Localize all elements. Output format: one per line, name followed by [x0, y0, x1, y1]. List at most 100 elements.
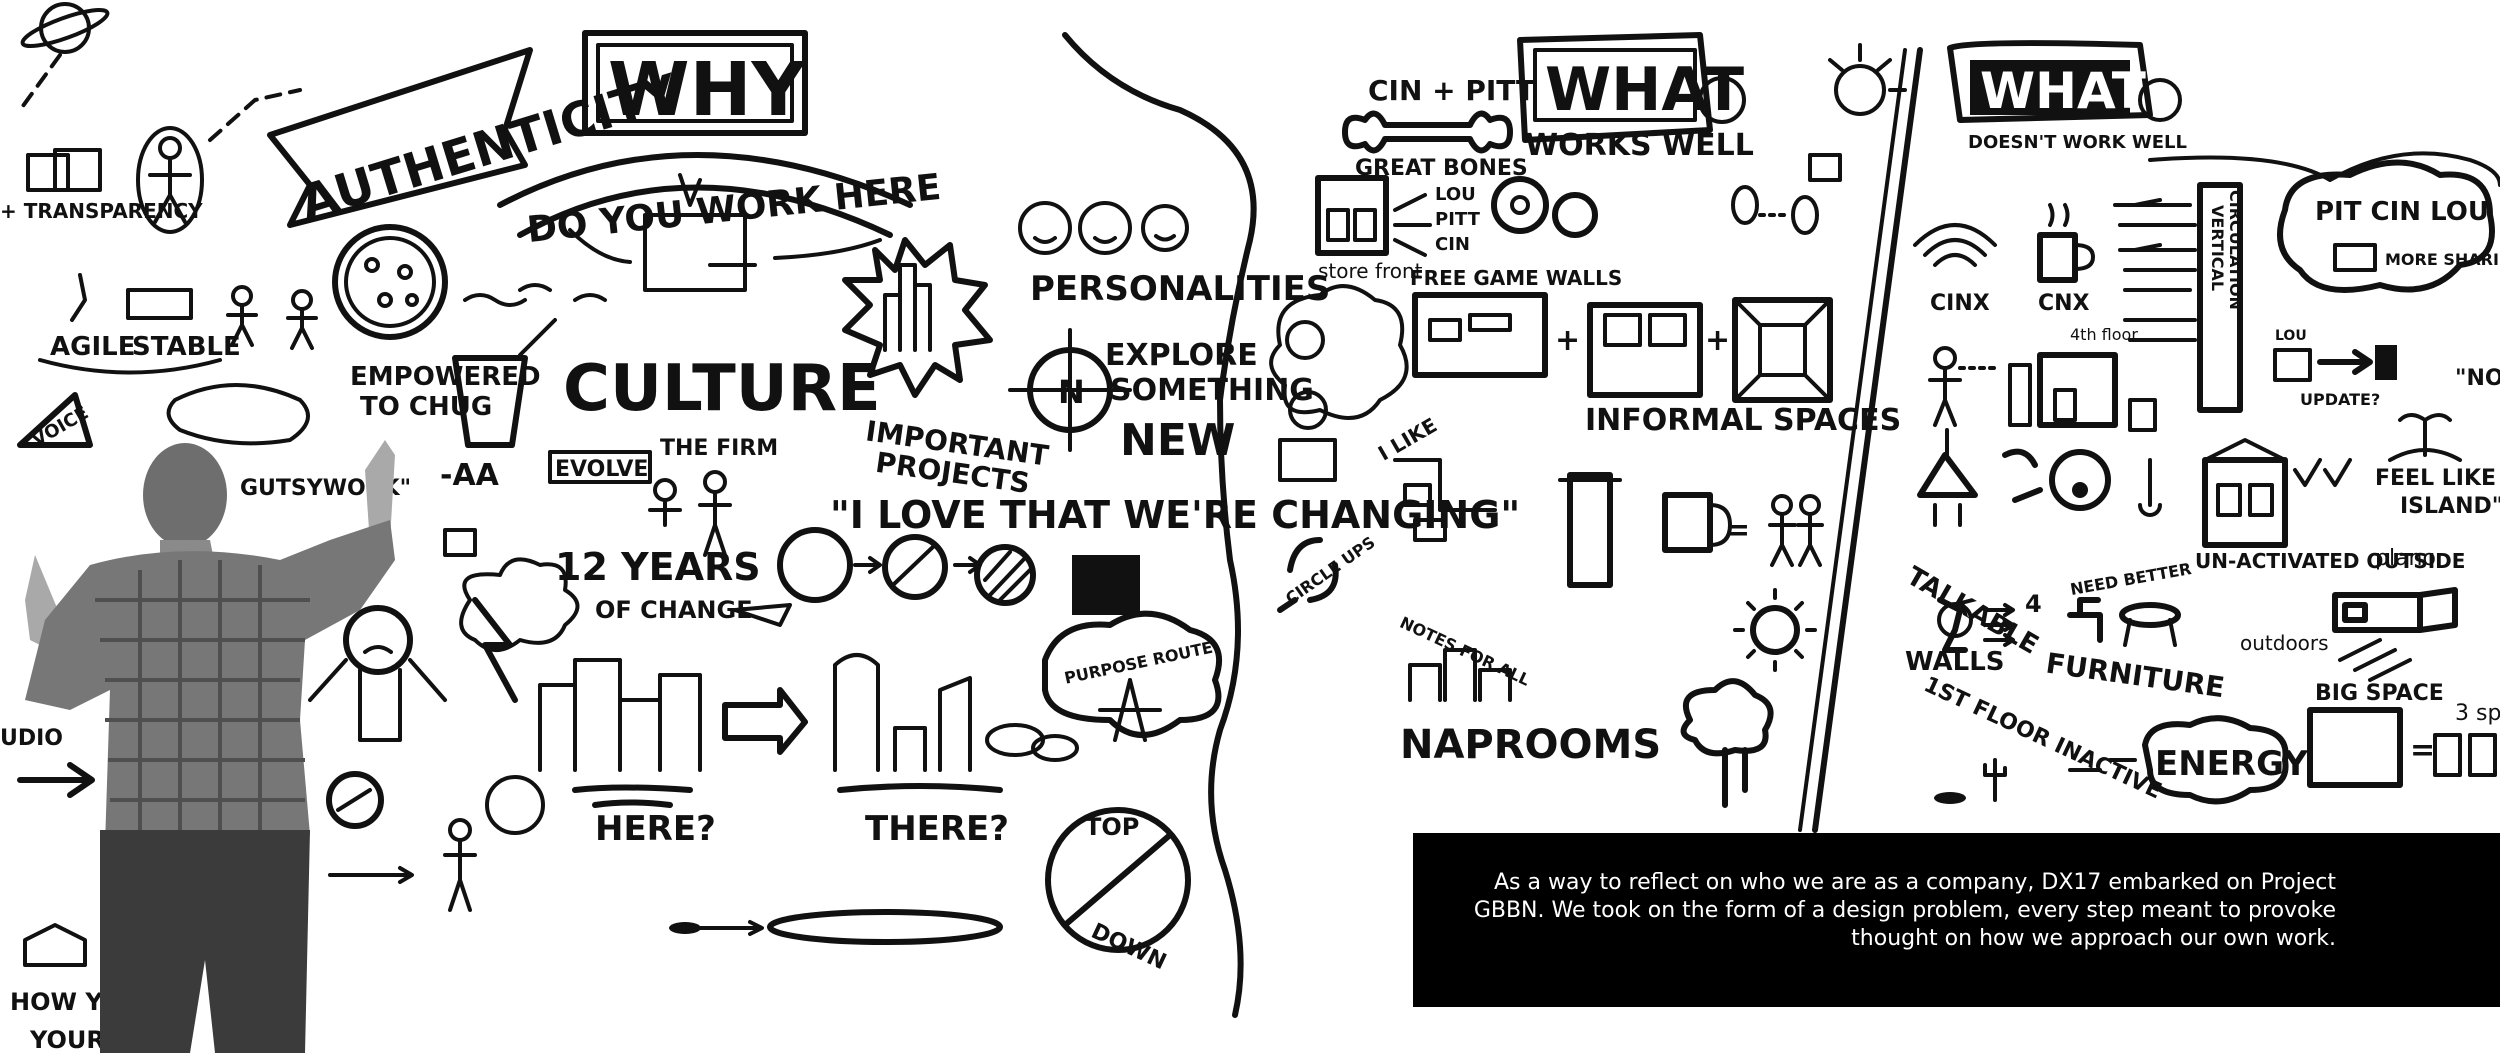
face-sketch	[308, 528, 580, 912]
gears-icon	[1491, 176, 1598, 238]
fourth-floor-sketch: 4th floor	[1928, 325, 2157, 432]
update-label: UPDATE?	[2300, 390, 2380, 409]
circulation-label: CIRCULATION	[2226, 190, 2245, 310]
vertical-label: VERTICAL	[2208, 205, 2227, 291]
down-label: DOWN	[1087, 919, 1170, 975]
mug-icon: CNX	[2037, 203, 2095, 316]
no-top-down-icon: TOP DOWN	[1045, 807, 1191, 975]
globe-icon	[18, 2, 110, 112]
why-title: WHY	[608, 47, 807, 133]
svg-text:+: +	[1705, 323, 1730, 358]
need-better-label: NEED BETTER	[2069, 559, 2193, 599]
furniture-sketch: NEED BETTER FURNITURE	[2044, 559, 2227, 704]
pit-cin-lou-sketch: PIT CIN LOU MORE SHARING	[2277, 159, 2500, 293]
fourth-floor-label: 4th floor	[2070, 325, 2138, 344]
big-space-label: BIG SPACE	[2315, 681, 2444, 706]
divider-straight-line	[1812, 47, 1923, 833]
transparency-label: + TRANSPARENCY	[0, 199, 203, 223]
there-label: THERE?	[865, 809, 1009, 849]
the-firm-label: THE FIRM	[660, 436, 778, 461]
voice-sketch: VOICE	[17, 392, 93, 451]
person-silhouette	[25, 440, 395, 1053]
energy-label: ENERGY	[2155, 744, 2308, 784]
of-change-label: OF CHANGE	[595, 596, 753, 624]
years-label: 12 YEARS	[555, 545, 761, 589]
circle-ups-label: CIRCLE UPS	[1282, 533, 1379, 609]
svg-text:+: +	[1555, 323, 1580, 358]
compass-icon: N	[1008, 328, 1132, 452]
what-works-well-header: WHAT WORKS WELL	[1517, 32, 1907, 163]
unactivated-outside-label: UN-ACTIVATED OUTSIDE	[2195, 549, 2465, 573]
unactivated-outside-sketch: UN-ACTIVATED OUTSIDE plano outdoors	[2195, 438, 2465, 682]
svg-text:=: =	[1725, 513, 1750, 548]
agile-label: AGILE	[50, 332, 135, 362]
aa-label: -AA	[440, 458, 500, 493]
svg-text:N: N	[1058, 373, 1085, 411]
tree-icon	[1680, 678, 1774, 808]
energy-sketch: 1ST FLOOR INACTIVE ENERGY	[1920, 672, 2308, 804]
more-sharing-label: MORE SHARING	[2385, 250, 2500, 269]
island-sketch: FEEL LIKE MONI ISLAND"	[2375, 413, 2500, 519]
new-label: NEW	[1120, 415, 1235, 466]
lightbulb-sketch	[1731, 153, 1842, 235]
free-game-walls-sketch: FREE GAME WALLS + + INFORMAL SPACES	[1410, 266, 1901, 438]
pizza-icon	[332, 224, 448, 340]
notes-for-all-sketch: NOTES FOR ALL NAPROOMS	[1397, 613, 1661, 768]
furniture-label: FURNITURE	[2044, 647, 2227, 705]
evolve-label: EVOLVE	[555, 457, 648, 482]
important-projects-sketch: IMPORTANT PROJECTS	[842, 237, 1051, 500]
divider-wavy-line	[1062, 32, 1257, 1018]
feel-like-label: FEEL LIKE MONI	[2375, 466, 2500, 491]
divider-straight-line-2	[1798, 48, 1907, 832]
pitt-label: PITT	[1435, 209, 1481, 230]
works-well-label: WORKS WELL	[1525, 128, 1754, 163]
svg-text:4: 4	[2025, 590, 2042, 618]
personalities-sketch: PERSONALITIES	[1018, 201, 1330, 309]
explore-label: EXPLORE	[1105, 338, 1258, 373]
cinx-label: CINX	[1930, 291, 1990, 316]
top-label: TOP	[1085, 813, 1139, 841]
explore-sketch: EXPLORE SOMETHING NEW	[1105, 338, 1314, 466]
what-doesnt-header: WHAT DOESN'T WORK WELL	[1947, 40, 2500, 187]
now-label: "NOW	[2455, 366, 2500, 391]
doesnt-work-well-label: DOESN'T WORK WELL	[1968, 132, 2187, 153]
outdoors-label: outdoors	[2240, 631, 2329, 655]
sun-icon	[1733, 588, 1817, 672]
tower-sketch: =	[1558, 472, 1824, 588]
empowered-sketch: EMPOWERED TO CHUG -AA GUTSYWORK"	[166, 283, 607, 501]
pit-cin-lou-label: PIT CIN LOU	[2315, 197, 2489, 227]
trampoline-sketch	[669, 909, 1003, 945]
culture-title: CULTURE	[563, 352, 881, 426]
i-like-label: I LIKE	[1374, 413, 1441, 466]
what-doesnt-title: WHAT	[1980, 62, 2146, 120]
culture-sketch: CULTURE EVOLVE THE FIRM 12 YEARS OF CHAN…	[548, 352, 881, 627]
plano-label: plano	[2375, 546, 2436, 571]
update-sketch: LOU UPDATE? "NOW	[2273, 328, 2500, 409]
cnx-label: CNX	[2038, 291, 2090, 316]
naprooms-label: NAPROOMS	[1400, 722, 1661, 768]
lamp-sketch	[1917, 428, 2162, 527]
stable-label: STABLE	[132, 332, 241, 362]
what-works-title: WHAT	[1545, 55, 1744, 125]
to-chug-label: TO CHUG	[360, 392, 492, 422]
purpose-route-sketch: PURPOSE ROUTE	[1042, 610, 1222, 742]
here-label: HERE?	[595, 809, 716, 849]
here-sketch: HERE?	[538, 658, 808, 849]
cin-pitt-label: CIN + PITT	[1368, 74, 1535, 107]
lou-label: LOU	[1435, 184, 1476, 205]
svg-text:=: =	[2410, 733, 2435, 768]
free-game-walls-label: FREE GAME WALLS	[1410, 266, 1622, 290]
audio-label: UDIO	[0, 726, 63, 751]
caption-box: As a way to reflect on who we are as a c…	[1413, 833, 2500, 1007]
purpose-route-label: PURPOSE ROUTE	[1063, 638, 1215, 688]
wifi-icon: CINX	[1913, 223, 1997, 316]
talkable-walls-sketch: TALKABLE WALLS 4	[1901, 561, 2043, 677]
personalities-label: PERSONALITIES	[1030, 269, 1330, 309]
vertical-circulation-sketch: VERTICAL CIRCULATION	[2113, 182, 2245, 413]
caption-text: As a way to reflect on who we are as a c…	[1473, 870, 2336, 951]
storefront-sketch: store front LOU PITT CIN	[1315, 175, 1481, 283]
talkable-label: TALKABLE	[1901, 561, 2043, 660]
change-circles: "I LOVE THAT WE'RE CHANGING"	[777, 493, 1520, 615]
empowered-label: EMPOWERED	[350, 362, 541, 392]
